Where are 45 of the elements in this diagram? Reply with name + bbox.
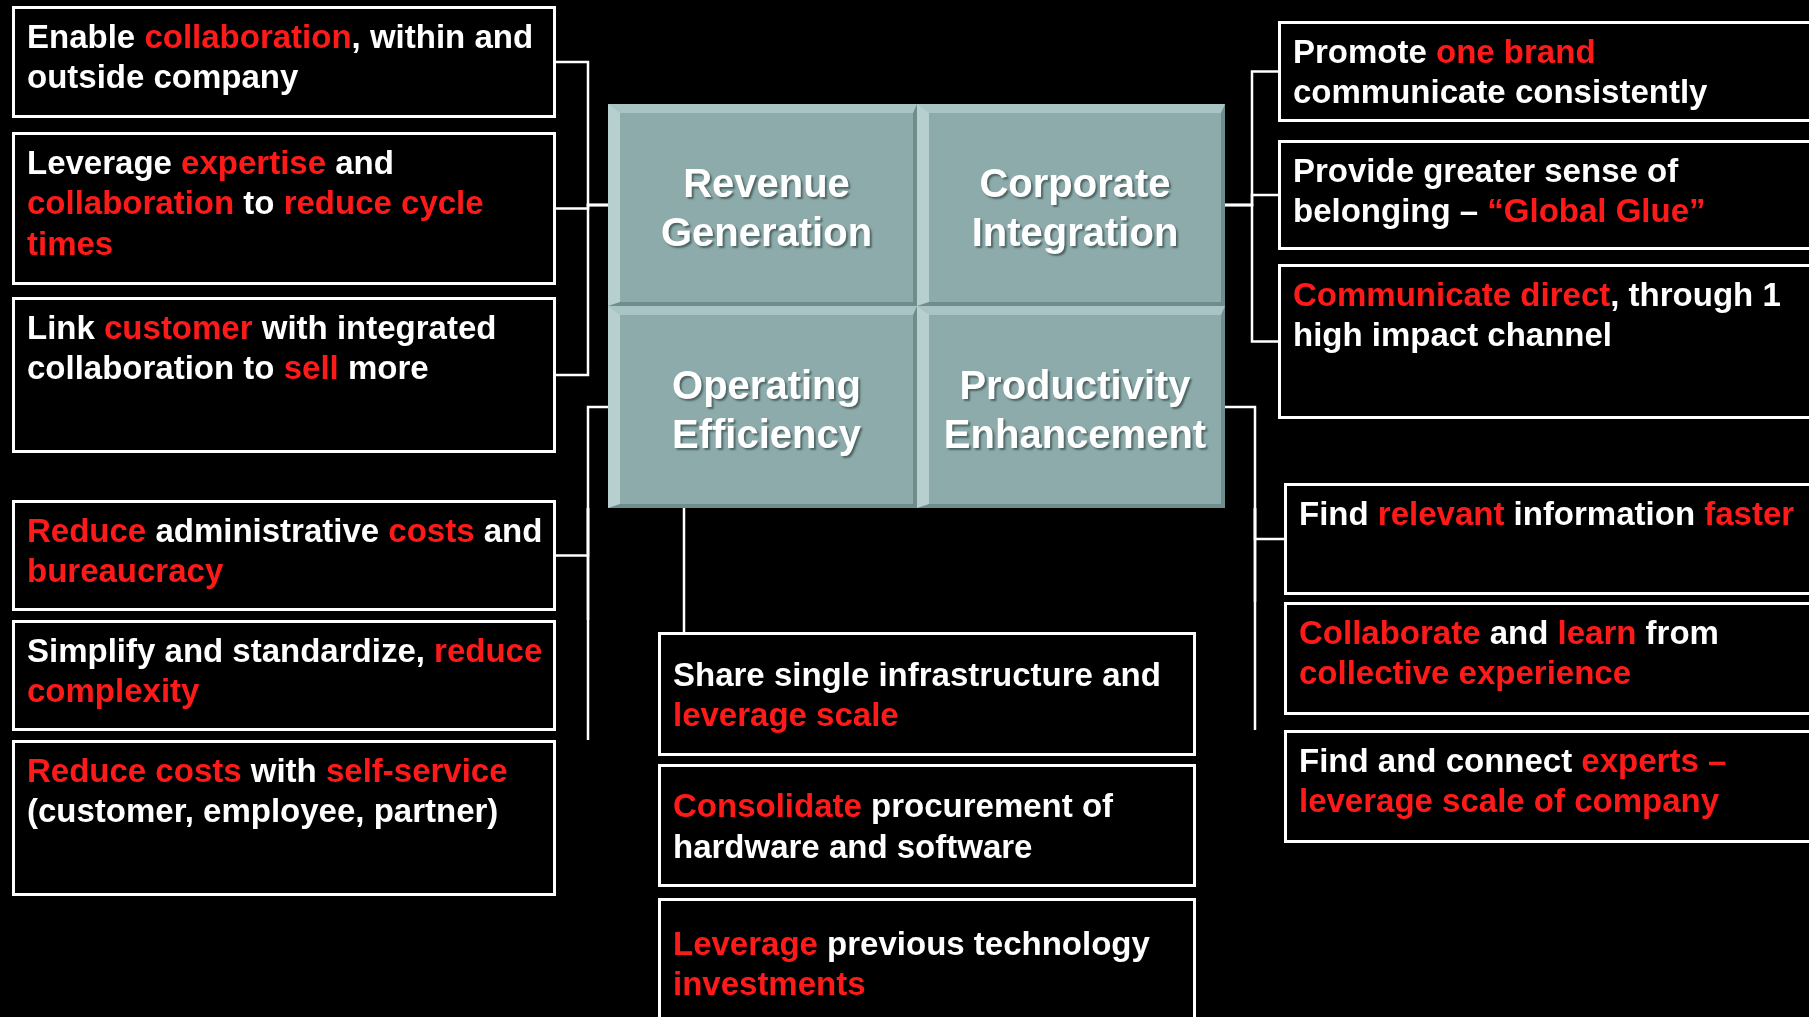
text-box [12,6,556,118]
box-text: Link customer with integrated collaboration to sell more [27,308,498,389]
connector-line [556,203,608,377]
connector-line [586,508,590,740]
text-box [1284,602,1809,715]
connector-line [682,508,686,632]
box-text: Consolidate procurement of hardware and software [673,786,1115,867]
box-text: Communicate direct, through 1 high impact channel [1293,275,1782,356]
text-box [1284,483,1809,595]
text-box [1278,264,1809,419]
text-box [658,764,1196,887]
box-text: Enable collaboration, within and outside company [27,17,535,98]
text-box [12,500,556,611]
text-box [12,740,556,896]
tile-title: Revenue Generation [659,159,874,256]
category-tile [608,306,917,508]
box-text: Leverage previous technology investments [673,923,1151,1004]
category-tile [917,104,1225,306]
text-box [658,632,1196,756]
text-box [1278,140,1809,250]
tile-title: Corporate Integration [970,159,1180,256]
text-box [12,297,556,453]
box-text: Find and connect experts – leverage scale of company [1299,741,1728,822]
box-text: Leverage expertise and collaboration to reduce cycle times [27,143,485,264]
box-text: Share single infrastructure and leverage scale [673,654,1162,735]
box-text: Promote one brand communicate consistently [1293,32,1709,113]
tile-title: Productivity Enhancement [942,361,1208,458]
connector-line [556,405,608,557]
category-tile [608,104,917,306]
tile-title: Operating Efficiency [671,361,862,458]
box-text: Collaborate and learn from collective experience [1299,613,1720,694]
category-tile [917,306,1225,508]
connector-line [1225,405,1284,541]
box-text: Find relevant information faster [1299,494,1795,534]
text-box [12,132,556,285]
connector-line [1225,203,1278,343]
text-box [1278,21,1809,122]
box-text: Simplify and standardize, reduce complexity [27,631,543,712]
text-box [658,898,1196,1017]
text-box [12,620,556,731]
box-text: Reduce administrative costs and bureaucracy [27,511,543,592]
box-text: Provide greater sense of belonging – “Global Glue” [1293,151,1707,232]
connector-line [1253,508,1257,730]
box-text: Reduce costs with self-service (customer, employee, partner) [27,751,509,832]
text-box [1284,730,1809,843]
